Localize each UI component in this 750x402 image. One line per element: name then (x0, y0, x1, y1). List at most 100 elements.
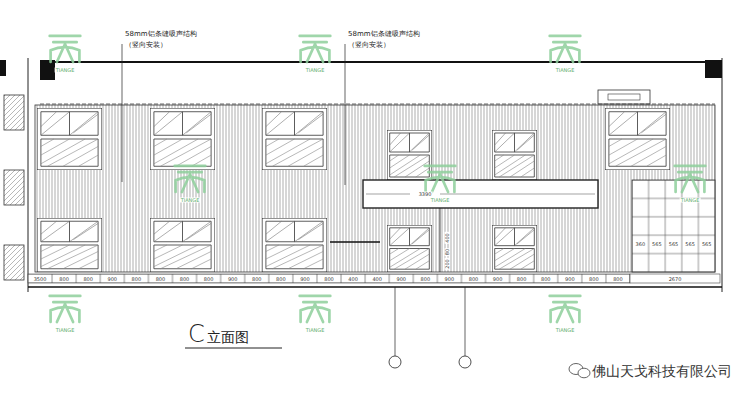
center-line (440, 208, 441, 272)
ceiling-line (40, 61, 722, 63)
dimension-label: 800 (180, 276, 190, 281)
note-text: 58mm铝条缝吸声结构 (125, 31, 197, 38)
window (262, 218, 327, 272)
dimension-label: 565 (685, 242, 695, 247)
watermark-text: TIANGE (305, 328, 326, 333)
watermark-text: TIANGE (555, 328, 576, 333)
watermark-logo (425, 166, 456, 192)
window (37, 108, 102, 170)
dimension-label: 800 (589, 276, 599, 281)
watermark-text: TIANGE (180, 198, 201, 203)
note-text: （竖向安装） (125, 42, 167, 49)
dimension-label: 800 (541, 276, 551, 281)
wall-opening (4, 170, 24, 205)
dimension-label: 3390 (418, 192, 433, 197)
wall-line (722, 58, 723, 292)
dimension-label: 800 (517, 276, 527, 281)
window (150, 218, 215, 272)
axis-bubble (389, 356, 401, 368)
dimension-label: 800 (132, 276, 142, 281)
watermark-logo (300, 36, 331, 62)
dimension-label: 565 (652, 242, 662, 247)
leader-line (122, 44, 123, 182)
dimension-label: 200 (445, 258, 450, 270)
watermark-text: TIANGE (55, 68, 76, 73)
window (37, 218, 102, 272)
dimension-label: 900 (493, 276, 503, 281)
ceiling-block (705, 60, 722, 78)
axis-bubble (459, 356, 471, 368)
dimension-label: 3500 (34, 276, 47, 281)
watermark-text: TIANGE (55, 328, 76, 333)
window (605, 108, 670, 170)
dimension-label: 800 (469, 276, 479, 281)
dimension-label: 800 (252, 276, 262, 281)
wall-block (0, 60, 6, 76)
dimension-label: 400 (372, 276, 382, 281)
window (150, 108, 215, 170)
watermark-logo (175, 166, 206, 192)
watermark-logo (300, 296, 331, 322)
watermark-text: TIANGE (430, 198, 451, 203)
dimension-label: 900 (228, 276, 238, 281)
dimension-label: 800 (613, 276, 623, 281)
watermark-text: TIANGE (555, 68, 576, 73)
acoustic-panel (35, 105, 715, 272)
dimension-label: 80 (445, 248, 450, 256)
window (492, 225, 537, 272)
ceiling-edge (40, 104, 715, 105)
dimension-row (630, 274, 720, 283)
wall-opening (4, 95, 24, 130)
dimension-label: 800 (156, 276, 166, 281)
watermark-logo (550, 36, 581, 62)
dimension-label: 900 (565, 276, 575, 281)
axis-line (465, 287, 466, 356)
window (492, 130, 537, 180)
ceiling-block (40, 60, 55, 80)
dimension-label: 800 (83, 276, 93, 281)
dimension-label: 565 (702, 242, 712, 247)
watermark-text: TIANGE (305, 68, 326, 73)
dimension-label: 900 (107, 276, 117, 281)
axis-line (395, 287, 396, 356)
watermark-text: TIANGE (680, 198, 701, 203)
dimension-label: 900 (396, 276, 406, 281)
vent-box (598, 90, 650, 104)
dimension-label: 900 (445, 276, 455, 281)
note-text: 58mm铝条缝吸声结构 (348, 31, 420, 38)
dimension-label: 565 (669, 242, 679, 247)
window (262, 108, 327, 170)
dimension-label: 400 (348, 276, 358, 281)
watermark-logo (675, 166, 706, 192)
marker-line (330, 241, 380, 242)
vent-box (608, 94, 640, 100)
beam (363, 180, 598, 208)
title-underline (185, 348, 282, 349)
beam-line (440, 194, 595, 195)
beam-line (366, 194, 410, 195)
dimension-label: 360 (636, 242, 646, 247)
watermark-logo (550, 296, 581, 322)
window (387, 130, 432, 180)
dimension-row (28, 274, 630, 283)
watermark-logo (50, 36, 81, 62)
dimension-label: 800 (59, 276, 69, 281)
dimension-label: 2670 (669, 276, 682, 281)
wall-opening (4, 245, 24, 280)
wechat-icon (578, 368, 590, 378)
dimension-label: 800 (204, 276, 214, 281)
drawing-title: 立面图 (207, 330, 249, 344)
note-text: （竖向安装） (348, 42, 390, 49)
company-watermark: 佛山天戈科技有限公司 (592, 364, 732, 378)
view-letter: C (188, 322, 205, 346)
window (387, 225, 432, 272)
dimension-label: 800 (324, 276, 334, 281)
watermark-logo (50, 296, 81, 322)
dimension-label: 800 (276, 276, 286, 281)
dimension-label: 900 (300, 276, 310, 281)
cabinet-grid (632, 180, 715, 272)
dimension-label: 800 (421, 276, 431, 281)
wall-line (28, 58, 29, 292)
